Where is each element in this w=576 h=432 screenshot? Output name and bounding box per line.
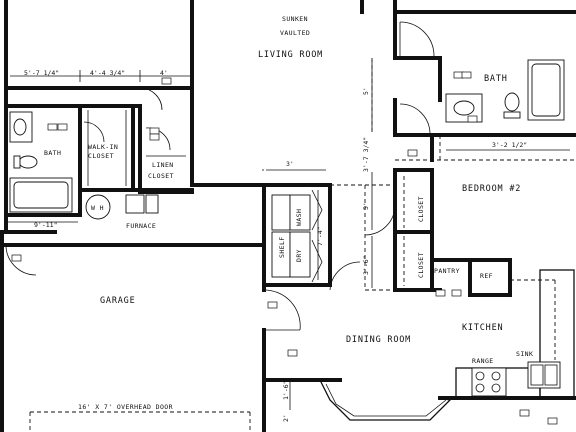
linen-closet-label-2: CLOSET xyxy=(148,172,174,180)
furnace-unit xyxy=(125,194,145,214)
dim-label: 3' xyxy=(286,160,294,168)
range-label: RANGE xyxy=(472,357,494,365)
living-sub2-label: VAULTED xyxy=(280,29,310,37)
living-room-label: LIVING ROOM xyxy=(258,50,323,60)
dim-label: 1'-6" xyxy=(282,380,290,400)
outlet-icon xyxy=(57,123,68,131)
outlet-icon xyxy=(149,127,160,135)
pantry-label: PANTRY xyxy=(434,267,460,275)
outlet-icon xyxy=(453,71,464,79)
dim-label: 3'-2 1/2" xyxy=(492,141,527,149)
outlet-icon xyxy=(519,409,530,417)
overhead-door-label: 16' X 7' OVERHEAD DOOR xyxy=(78,403,173,411)
bath-left-label: BATH xyxy=(44,149,61,157)
toilet-left xyxy=(18,155,38,169)
outlet-icon xyxy=(287,349,298,357)
bedroom-2-label: BEDROOM #2 xyxy=(462,184,521,194)
outlet-icon xyxy=(267,301,278,309)
garage-label: GARAGE xyxy=(100,296,136,306)
kitchen-label: KITCHEN xyxy=(462,323,503,333)
sink-label: SINK xyxy=(516,350,533,358)
dimension-labels: 5'-7 1/4" 4'-4 3/4" 4' 9'-11" 3' 7'-4" 5… xyxy=(24,69,527,422)
outlet-icon xyxy=(47,123,58,131)
dim-label: 3'-6" xyxy=(362,255,370,275)
water-heater-label: W H xyxy=(91,204,104,212)
ref-label: REF xyxy=(480,272,493,280)
furnace-label: FURNACE xyxy=(126,222,156,230)
dining-room-label: DINING ROOM xyxy=(346,335,411,345)
outlet-icon xyxy=(161,77,172,85)
linen-closet-label-1: LINEN xyxy=(152,161,174,169)
dim-label: 2' xyxy=(282,414,290,422)
water-heater xyxy=(85,194,111,220)
outlet-icon xyxy=(547,417,558,425)
living-sub1-label: SUNKEN xyxy=(282,15,308,23)
walkin-closet-label-1: WALK-IN xyxy=(88,143,118,151)
walkin-closet-label-2: CLOSET xyxy=(88,152,114,160)
fixtures xyxy=(9,59,565,397)
washer-label: WASH xyxy=(295,209,303,226)
outlet-icon xyxy=(461,71,472,79)
toilet-upper xyxy=(504,92,520,112)
doors xyxy=(5,21,435,331)
range xyxy=(471,367,507,397)
dim-label: 5' xyxy=(362,87,370,95)
outlet-icon xyxy=(149,133,160,141)
dim-label: 4' xyxy=(160,69,168,77)
outlet-icon xyxy=(435,289,446,297)
dim-label: 7'-4" xyxy=(316,226,324,246)
dim-label: 9'-11" xyxy=(34,221,57,229)
outlet-icon xyxy=(11,254,22,262)
room-labels: SUNKEN VAULTED LIVING ROOM BATH BATH WAL… xyxy=(44,15,533,411)
bath-upper-label: BATH xyxy=(484,74,508,84)
dim-label: 3'-7 3/4" xyxy=(362,137,370,172)
interior-lines xyxy=(29,58,576,432)
shelf-label: SHELF xyxy=(278,236,286,258)
closet-a-label: CLOSET xyxy=(417,196,425,222)
outlet-icon xyxy=(451,289,462,297)
dim-label: 5'-7 1/4" xyxy=(24,69,59,77)
dimension-lines xyxy=(6,60,570,410)
dim-label: 5' xyxy=(362,202,370,210)
kitchen-sink xyxy=(527,361,561,389)
closet-b-label: CLOSET xyxy=(417,252,425,278)
dryer-label: DRY xyxy=(295,249,303,262)
outlet-symbols xyxy=(11,71,558,425)
outlet-icon xyxy=(407,149,418,157)
dim-label: 4'-4 3/4" xyxy=(90,69,125,77)
outlet-icon xyxy=(467,115,478,123)
